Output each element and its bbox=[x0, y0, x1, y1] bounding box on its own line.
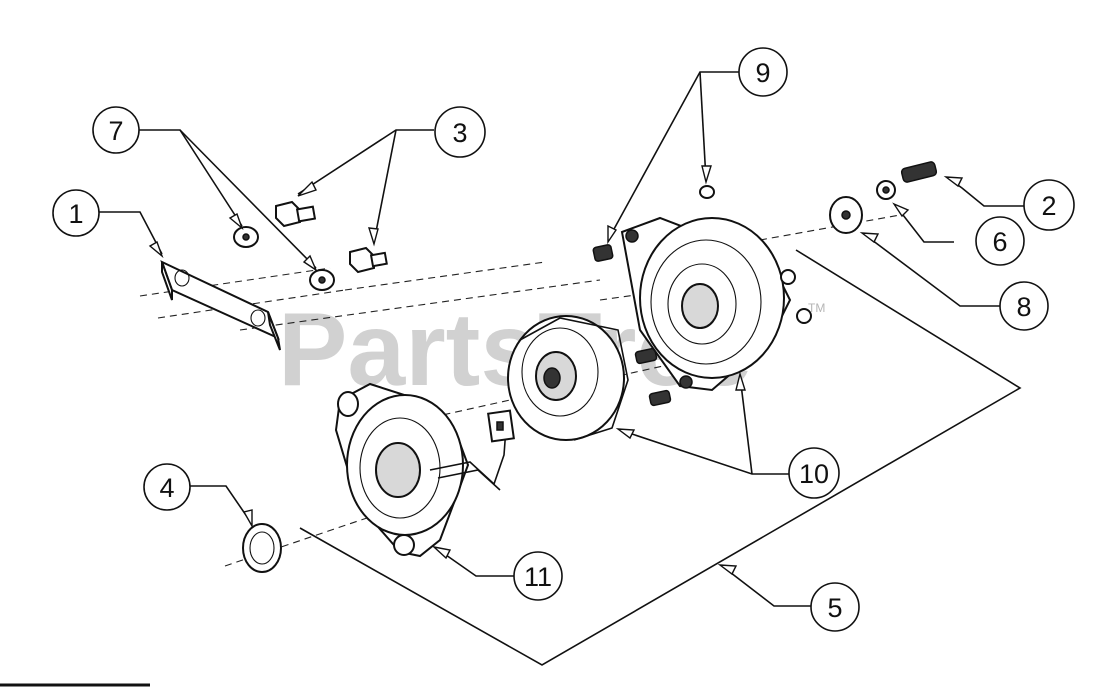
callout-4-label: 4 bbox=[159, 473, 174, 503]
callout-2: 2 bbox=[1023, 179, 1075, 231]
clutch-pulley bbox=[620, 216, 812, 392]
callout-6-label: 6 bbox=[992, 227, 1007, 257]
callout-5: 5 bbox=[810, 582, 860, 632]
callout-1-label: 1 bbox=[68, 199, 83, 229]
callout-7-label: 7 bbox=[108, 116, 123, 146]
bracket-plate bbox=[160, 260, 281, 351]
field-coil-housing bbox=[334, 382, 515, 558]
watermark-trademark: TM bbox=[808, 301, 825, 315]
washer-upper bbox=[233, 226, 259, 248]
leader-lines bbox=[98, 71, 1024, 607]
callout-4: 4 bbox=[143, 463, 191, 511]
callout-11: 11 bbox=[513, 551, 563, 601]
callout-3-label: 3 bbox=[452, 118, 467, 148]
callout-7: 7 bbox=[92, 106, 140, 154]
callout-3: 3 bbox=[434, 106, 486, 158]
callout-5-label: 5 bbox=[827, 593, 842, 623]
flat-washer bbox=[829, 196, 863, 234]
callout-10: 10 bbox=[788, 447, 840, 499]
callout-6: 6 bbox=[975, 216, 1025, 266]
arrowheads bbox=[148, 165, 964, 576]
callout-8-label: 8 bbox=[1016, 292, 1031, 322]
lock-washer bbox=[876, 180, 896, 200]
springs bbox=[592, 244, 672, 407]
callout-9-label: 9 bbox=[755, 58, 770, 88]
callout-9: 9 bbox=[738, 47, 788, 97]
threaded-stud bbox=[900, 161, 938, 183]
washer-lower bbox=[309, 269, 335, 291]
assembly-group-outline bbox=[299, 249, 1022, 666]
small-nut bbox=[699, 185, 715, 199]
clutch-rotor bbox=[507, 315, 629, 441]
callout-1: 1 bbox=[52, 189, 100, 237]
callout-10-label: 10 bbox=[799, 459, 829, 489]
callout-11-label: 11 bbox=[524, 562, 552, 592]
callout-8: 8 bbox=[999, 281, 1049, 331]
bolt-upper bbox=[275, 200, 317, 228]
callout-2-label: 2 bbox=[1041, 191, 1056, 221]
seal-ring bbox=[242, 523, 282, 573]
bolt-lower bbox=[349, 246, 388, 274]
